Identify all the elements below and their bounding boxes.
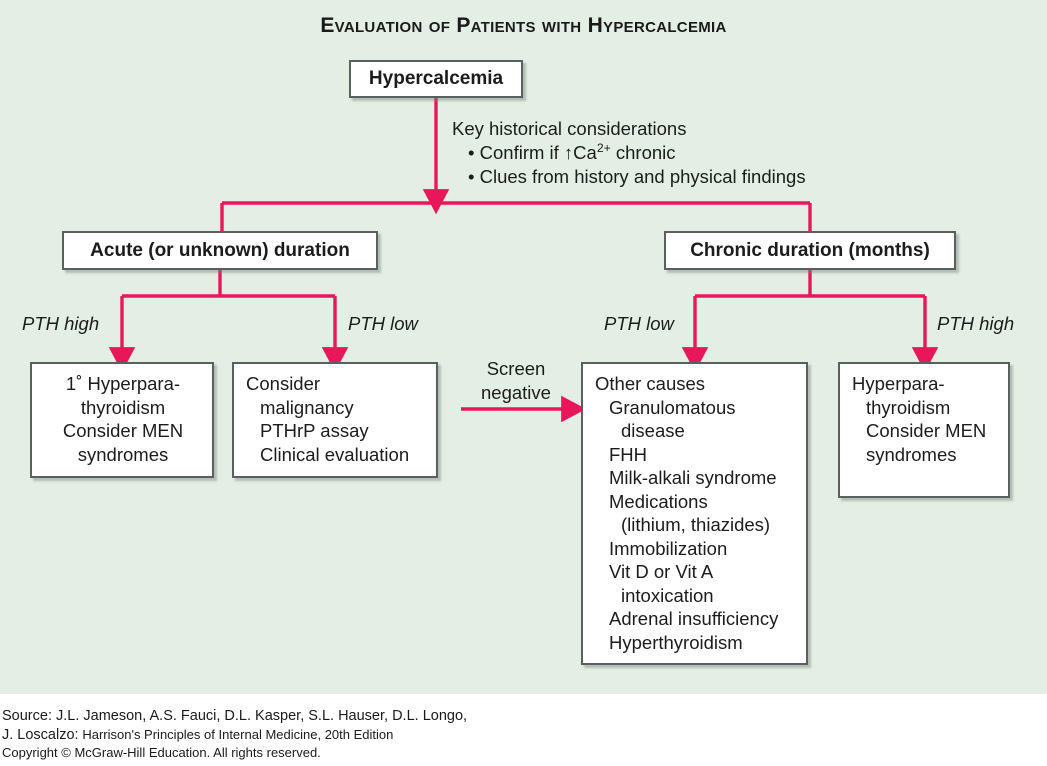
outcome-line: Adrenal insufficiency <box>609 608 779 629</box>
outcome-line: disease <box>621 420 685 441</box>
outcome-line: Vit D or Vit A <box>609 561 714 582</box>
outcome-line: Immobilization <box>609 537 728 559</box>
label-pth-high-right: PTH high <box>937 313 1015 334</box>
footer-copyright-line: Copyright © McGraw-Hill Education. All r… <box>2 745 321 760</box>
outcome-line: Clinical evaluation <box>260 443 410 465</box>
key-consideration-bullet-2: • Clues from history and physical findin… <box>468 166 806 187</box>
node-chronic-duration-label: Chronic duration (months) <box>690 239 930 261</box>
node-acute-duration: Acute (or unknown) duration <box>62 231 378 270</box>
outcome-line: FHH <box>609 443 648 465</box>
bullet-marker: • <box>468 142 475 163</box>
outcome-line: Granulomatous <box>609 396 736 418</box>
key-consideration-bullet-1: • Confirm if ↑Ca2+ chronic <box>452 141 806 165</box>
outcome-line: intoxication <box>621 584 714 606</box>
footer-citation-line: J. Loscalzo: Harrison's Principles of In… <box>2 726 1047 745</box>
outcome-line: Consider MEN <box>62 420 184 441</box>
screen-negative-line-2: negative <box>481 382 551 403</box>
outcome-line: thyroidism <box>80 396 166 418</box>
outcome-line: Medications <box>609 490 708 512</box>
key-considerations-block: Key historical considerations • Confirm … <box>452 117 806 189</box>
footer-authors-cont: J. Loscalzo: <box>2 726 79 743</box>
label-pth-low-left: PTH low <box>348 313 418 334</box>
label-pth-high-left: PTH high <box>22 313 100 334</box>
footer-source-line: Source: J.L. Jameson, A.S. Fauci, D.L. K… <box>2 708 468 724</box>
node-hypercalcemia: Hypercalcemia <box>349 60 523 98</box>
outcome-line: 1˚ Hyperpara- <box>65 373 181 394</box>
key-considerations-heading: Key historical considerations <box>452 118 687 139</box>
outcome-line: Other causes <box>595 373 706 394</box>
outcome-line: Consider <box>246 373 321 394</box>
flowchart-figure: Evaluation of Patients with Hypercalcemi… <box>0 0 1047 694</box>
outcome-line: (lithium, thiazides) <box>621 514 771 535</box>
outcome-consider-malignancy: Consider malignancy PTHrP assay Clinical… <box>232 362 438 478</box>
outcome-line: Hyperthyroidism <box>609 631 743 653</box>
connector-lines <box>108 98 939 423</box>
outcome-hyperparathyroidism-chronic: Hyperpara- thyroidism Consider MEN syndr… <box>838 362 1010 498</box>
outcome-line: Hyperpara- <box>852 373 945 394</box>
footer-book-title: Harrison's Principles of Internal Medici… <box>82 726 394 742</box>
source-footer: Source: J.L. Jameson, A.S. Fauci, D.L. K… <box>0 694 1047 766</box>
figure-title: Evaluation of Patients with Hypercalcemi… <box>320 14 727 37</box>
outcome-line: malignancy <box>260 396 354 418</box>
bullet-1-superscript: 2+ <box>596 140 611 155</box>
outcome-other-causes: Other causes Granulomatous disease FHH M… <box>581 362 808 665</box>
outcome-line: syndromes <box>77 443 169 465</box>
outcome-primary-hyperparathyroidism: 1˚ Hyperpara- thyroidism Consider MEN sy… <box>30 362 214 478</box>
outcome-line: Milk-alkali syndrome <box>609 467 777 488</box>
node-hypercalcemia-label: Hypercalcemia <box>368 68 504 89</box>
node-chronic-duration: Chronic duration (months) <box>664 231 956 270</box>
screen-negative-line-1: Screen <box>486 358 546 379</box>
outcome-line: Consider MEN <box>866 420 987 441</box>
outcome-line: thyroidism <box>866 396 951 418</box>
bullet-1-tail: chronic <box>610 142 676 163</box>
bullet-1-text: Confirm if ↑Ca <box>479 142 597 163</box>
node-acute-duration-label: Acute (or unknown) duration <box>90 239 350 261</box>
outcome-line: syndromes <box>866 443 957 465</box>
label-screen-negative: Screen negative <box>461 357 571 405</box>
outcome-line: PTHrP assay <box>260 420 369 441</box>
label-pth-low-right: PTH low <box>604 313 674 334</box>
